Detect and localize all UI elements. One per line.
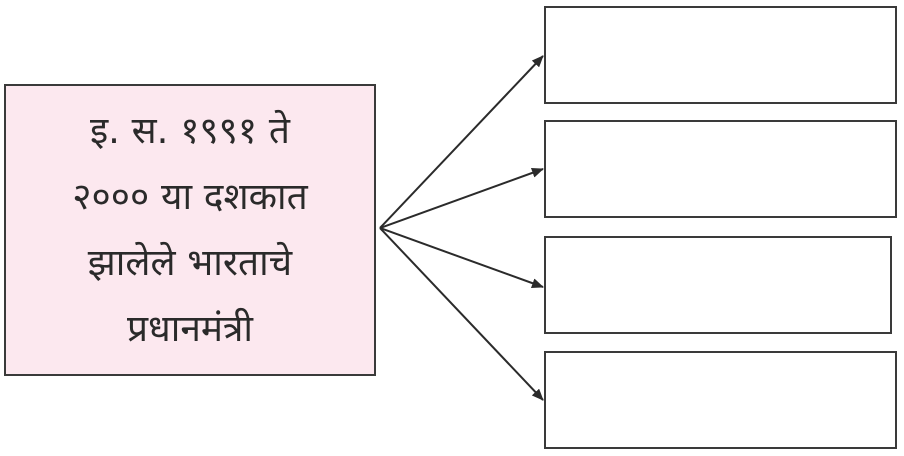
source-line-3: झालेले भारताचे bbox=[87, 241, 293, 284]
arrow-to-box-1 bbox=[379, 55, 544, 229]
arrow-to-box-2 bbox=[379, 168, 544, 229]
source-line-1: इ. स. १९९१ ते bbox=[89, 109, 291, 152]
answer-box-4[interactable] bbox=[544, 351, 897, 449]
source-box: इ. स. १९९१ ते २००० या दशकात झालेले भारता… bbox=[4, 84, 376, 376]
source-line-2: २००० या दशकात bbox=[72, 175, 308, 218]
answer-box-2[interactable] bbox=[544, 120, 897, 218]
answer-box-1[interactable] bbox=[544, 6, 897, 104]
source-line-4: प्रधानमंत्री bbox=[126, 307, 254, 350]
answer-box-3[interactable] bbox=[544, 236, 892, 334]
arrow-to-box-3 bbox=[379, 227, 544, 288]
arrow-to-box-4 bbox=[379, 227, 544, 401]
source-text: इ. स. १९९१ ते २००० या दशकात झालेले भारता… bbox=[58, 98, 321, 362]
